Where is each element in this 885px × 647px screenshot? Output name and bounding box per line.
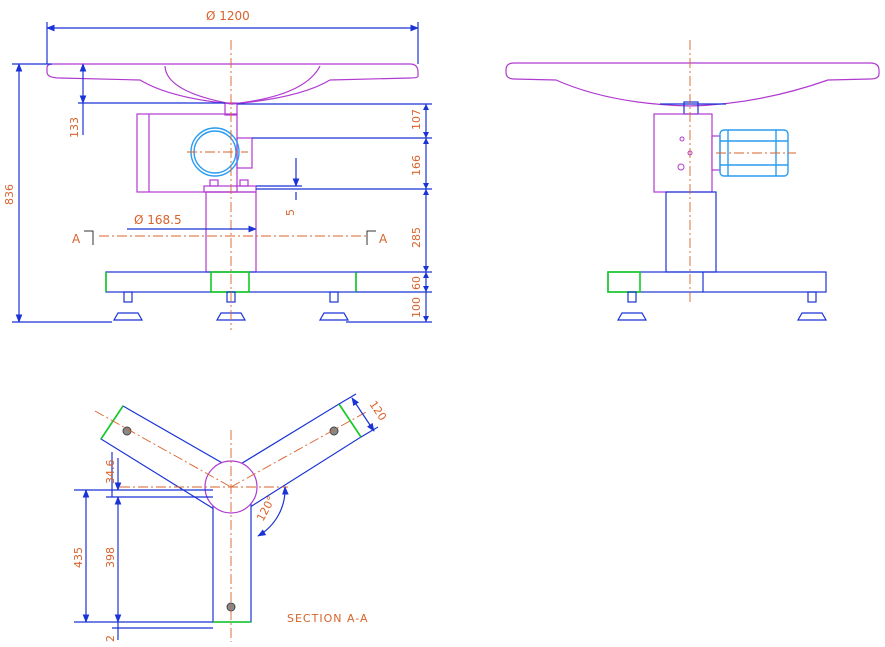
front-dimensions: Ø 1200 836 133 107 166 285 60 100 5 Ø 16… [3, 9, 432, 323]
plan-bolt-left [122, 426, 132, 436]
dim-166: 166 [410, 155, 423, 176]
side-gearbox [653, 113, 713, 193]
section-mark-left: A [72, 232, 81, 246]
dim-435: 435 [72, 547, 85, 568]
front-view [46, 40, 419, 330]
section-plan-view [94, 403, 369, 642]
dim-column-diameter: Ø 168.5 [134, 213, 182, 227]
front-foot-right [318, 291, 350, 321]
dim-100: 100 [410, 297, 423, 318]
dim-top-diameter: Ø 1200 [206, 9, 250, 23]
dim-107: 107 [410, 109, 423, 130]
front-foot-left [112, 291, 144, 321]
dim-arm-width: 120 [367, 398, 390, 423]
section-dimensions: 120 120° 435 398 34.6 2 SECTION A-A [72, 393, 390, 642]
dim-398: 398 [104, 547, 117, 568]
front-table-top [46, 63, 419, 105]
dim-285: 285 [410, 227, 423, 248]
dim-133: 133 [68, 117, 81, 138]
side-foot-right [796, 291, 828, 321]
front-gearbox [136, 113, 238, 193]
front-gearbox-flange [236, 137, 253, 169]
side-column [665, 191, 717, 273]
side-table-top [505, 62, 880, 107]
side-foot-left [616, 291, 648, 321]
section-mark-right: A [379, 232, 388, 246]
plan-bolt-right [329, 426, 339, 436]
side-base-cap [607, 271, 641, 293]
side-view [505, 40, 880, 321]
dim-total-height: 836 [3, 184, 16, 205]
dim-34-6: 34.6 [104, 460, 117, 485]
front-mount-plate [203, 185, 257, 193]
section-title: SECTION A-A [287, 612, 369, 625]
front-base-cap [210, 271, 250, 293]
dim-gap-5: 5 [284, 209, 297, 216]
dim-60: 60 [410, 276, 423, 290]
dim-2: 2 [104, 635, 117, 642]
